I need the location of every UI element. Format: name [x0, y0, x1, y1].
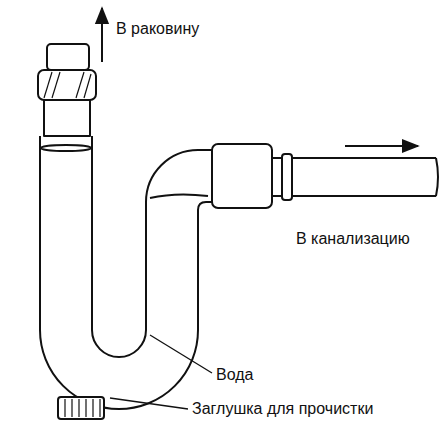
flow-arrow-up: [101, 8, 103, 62]
water-level-right: [150, 194, 208, 198]
part-label: Вода: [214, 366, 255, 384]
slip-nut: [38, 70, 96, 100]
water-level-left: [41, 145, 91, 151]
plug-knurling: [65, 399, 100, 417]
leader-line: [150, 335, 212, 373]
trap-inner-wall: [92, 136, 212, 357]
flow-arrow-right: [345, 145, 418, 147]
coupling: [212, 144, 272, 208]
top-cap: [47, 44, 89, 70]
flow-label: В канализацию: [294, 230, 412, 248]
flow-label: В раковину: [114, 20, 201, 38]
nut-hatching: [44, 72, 91, 98]
leader-line: [110, 398, 188, 409]
pipe-ring: [282, 154, 292, 200]
collar: [44, 100, 90, 136]
outlet-pipe: [272, 158, 438, 196]
cleanout-plug: [58, 397, 104, 419]
trap-outer-wall: [40, 136, 212, 409]
part-label: Заглушка для прочистки: [190, 400, 375, 418]
